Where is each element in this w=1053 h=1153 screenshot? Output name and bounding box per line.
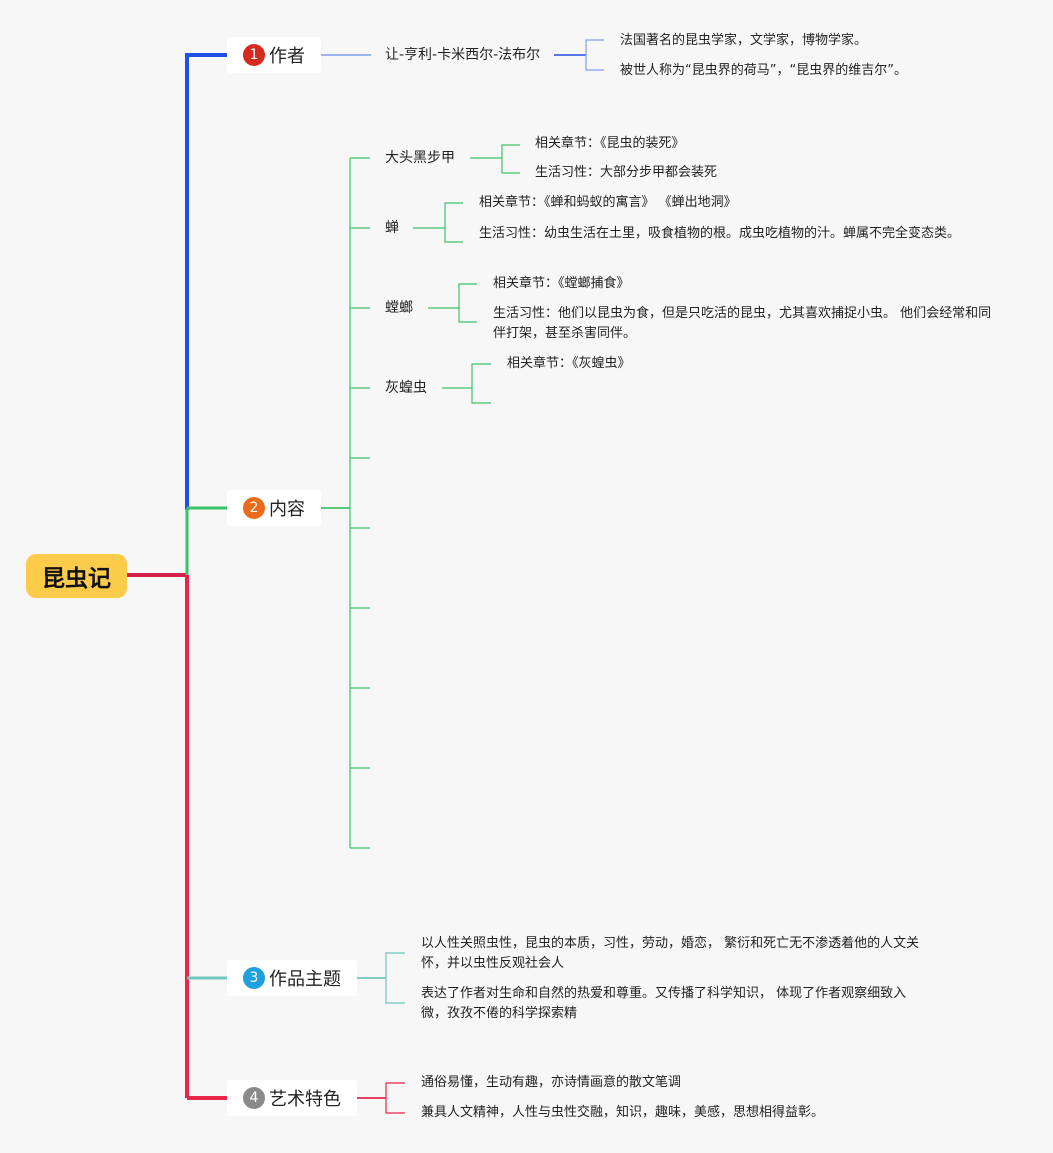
mantis-habit[interactable]: 生活习性：他们以昆虫为食，但是只吃活的昆虫，尤其喜欢捕捉小虫。 他们会经常和同伴… — [493, 306, 992, 341]
insect-beetle[interactable]: 大头黑步甲 — [385, 150, 455, 166]
cicada-chapter[interactable]: 相关章节：《蝉和蚂蚁的寓言》 《蝉出地洞》 — [479, 195, 737, 210]
branch-label: 艺术特色 — [269, 1089, 341, 1110]
branch-label: 作者 — [269, 46, 305, 67]
insect-cicada[interactable]: 蝉 — [385, 220, 399, 236]
theme-point-1[interactable]: 以人性关照虫性，昆虫的本质，习性，劳动，婚恋， 繁衍和死亡无不渗透着他的人文关怀… — [421, 936, 920, 971]
theme-point-2[interactable]: 表达了作者对生命和自然的热爱和尊重。又传播了科学知识， 体现了作者观察细致入微，… — [421, 986, 907, 1021]
branch-label: 内容 — [269, 499, 305, 520]
cicada-habit[interactable]: 生活习性：幼虫生活在土里，吸食植物的根。成虫吃植物的汁。蝉属不完全变态类。 — [479, 226, 961, 241]
branch-content[interactable]: 2 内容 — [227, 490, 321, 526]
beetle-chapter[interactable]: 相关章节：《昆虫的装死》 — [535, 136, 685, 151]
theme-connectors — [357, 952, 405, 1004]
branch-art[interactable]: 4 艺术特色 — [227, 1080, 357, 1116]
author-name[interactable]: 让-亨利-卡米西尔-法布尔 — [385, 47, 541, 63]
number-3-icon: 3 — [243, 967, 265, 989]
number-2-icon: 2 — [243, 497, 265, 519]
locust-chapter[interactable]: 相关章节：《灰蝗虫》 — [507, 356, 631, 371]
branch-label: 作品主题 — [269, 969, 341, 990]
author-detail-2[interactable]: 被世人称为“昆虫界的荷马”，“昆虫界的维吉尔”。 — [620, 63, 907, 78]
art-connectors — [357, 1082, 405, 1114]
author-bracket — [585, 39, 604, 71]
beetle-habit[interactable]: 生活习性：大部分步甲都会装死 — [535, 165, 718, 180]
branch-theme[interactable]: 3 作品主题 — [227, 960, 357, 996]
art-point-2[interactable]: 兼具人文精神，人性与虫性交融，知识，趣味，美感，思想相得益彰。 — [421, 1105, 825, 1120]
branch-author[interactable]: 1 作者 — [227, 37, 321, 73]
mantis-chapter[interactable]: 相关章节：《螳螂捕食》 — [493, 276, 630, 291]
root-node[interactable]: 昆虫记 — [26, 554, 127, 598]
number-1-icon: 1 — [243, 44, 265, 66]
author-detail-1[interactable]: 法国著名的昆虫学家，文学家，博物学家。 — [620, 33, 868, 48]
insect-locust[interactable]: 灰蝗虫 — [385, 380, 427, 396]
art-point-1[interactable]: 通俗易懂，生动有趣，亦诗情画意的散文笔调 — [421, 1075, 682, 1090]
content-connectors — [321, 144, 520, 849]
number-4-icon: 4 — [243, 1087, 265, 1109]
insect-mantis[interactable]: 螳螂 — [385, 300, 413, 316]
